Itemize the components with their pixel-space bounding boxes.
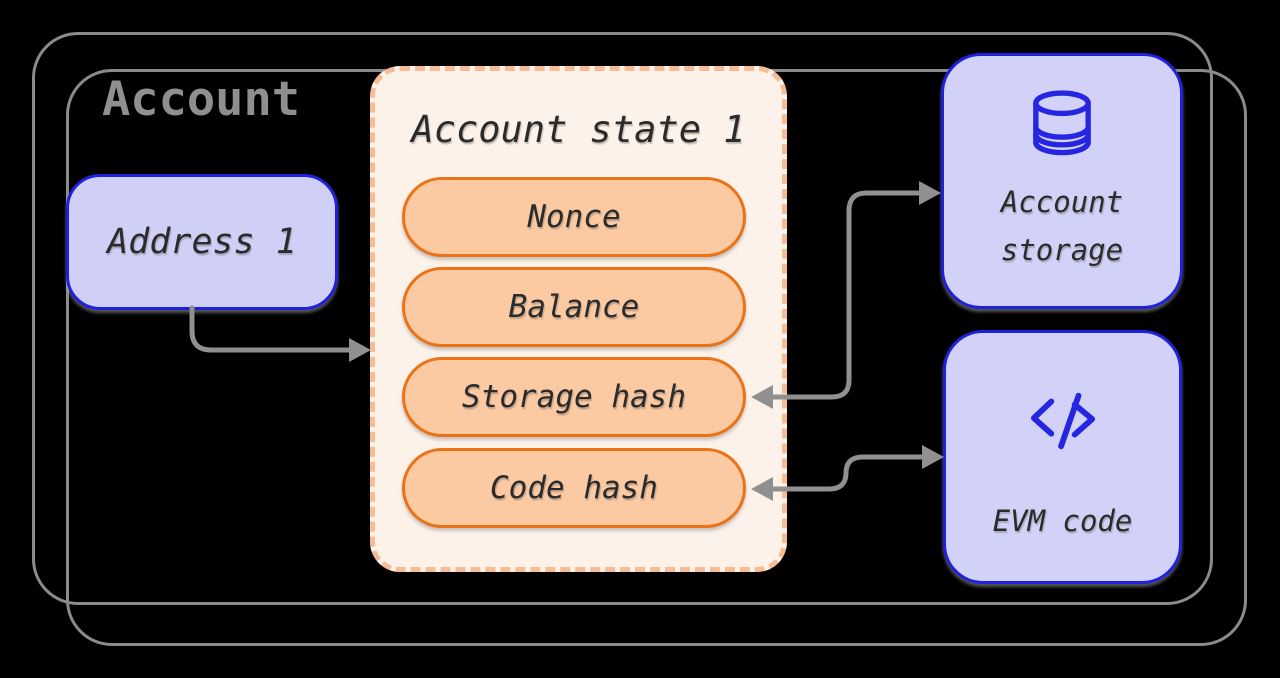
database-icon [1031, 90, 1093, 164]
nonce-pill: Nonce [402, 177, 746, 257]
code-icon [1028, 391, 1098, 453]
evm-code-label: EVM code [992, 504, 1133, 538]
evm-code-box: EVM code [943, 330, 1182, 584]
balance-label: Balance [508, 289, 640, 325]
nonce-label: Nonce [527, 199, 621, 235]
code-hash-label: Code hash [490, 470, 658, 506]
address-box-label: Address 1 [107, 222, 297, 262]
account-state-title: Account state 1 [411, 108, 746, 151]
address-box: Address 1 [66, 174, 338, 310]
code-hash-pill: Code hash [402, 448, 746, 528]
storage-hash-pill: Storage hash [402, 357, 746, 437]
account-card-title: Account [102, 72, 301, 127]
storage-hash-label: Storage hash [462, 379, 686, 415]
account-storage-label: Account storage [1000, 185, 1124, 267]
account-storage-box: Account storage [941, 53, 1183, 309]
balance-pill: Balance [402, 267, 746, 347]
account-card [32, 32, 1213, 605]
